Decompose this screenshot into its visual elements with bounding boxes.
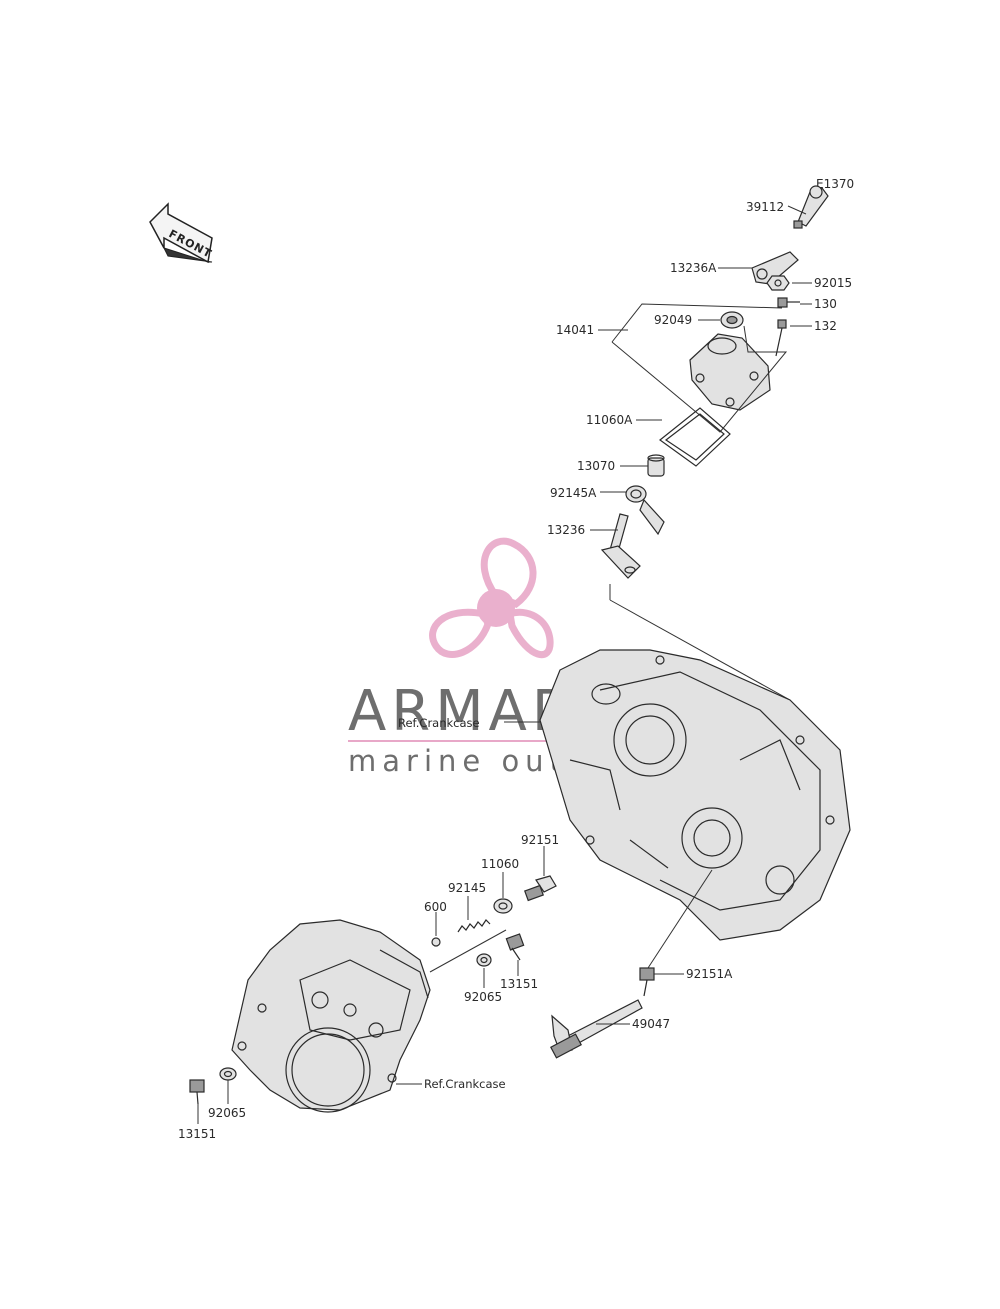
label-13236: 13236 — [547, 523, 585, 537]
leader-lines — [197, 205, 812, 1124]
part-132-shape — [775, 319, 787, 357]
label-ref-crankcase-upper: Ref.Crankcase — [398, 716, 480, 730]
label-92151: 92151 — [521, 833, 559, 847]
label-13151-upper: 13151 — [500, 977, 538, 991]
label-92145: 92145 — [448, 881, 486, 895]
part-92145-shape — [457, 919, 491, 933]
label-92145A: 92145A — [550, 486, 597, 500]
group-bracket-14041 — [611, 303, 788, 433]
part-13151-upper-shape — [505, 933, 525, 961]
label-13236A: 13236A — [670, 261, 717, 275]
part-14041-shape — [689, 333, 771, 411]
part-130-shape — [777, 297, 800, 308]
part-92065-lower-shape — [219, 1067, 237, 1081]
part-labels: 39112 13236A 92015 130 132 14041 92049 1… — [178, 200, 852, 1141]
label-ref-crankcase-lower: Ref.Crankcase — [424, 1077, 506, 1091]
diagram-code: E1370 — [816, 177, 854, 191]
label-130: 130 — [814, 297, 837, 311]
part-92151A-shape — [639, 967, 655, 997]
label-11060: 11060 — [481, 857, 519, 871]
part-92015-shape — [766, 275, 790, 291]
part-11060A-shape — [659, 407, 731, 467]
label-92065-upper: 92065 — [464, 990, 502, 1004]
part-600-shape — [431, 937, 441, 947]
crankcase-upper-housing — [539, 649, 851, 941]
label-13151-lower: 13151 — [178, 1127, 216, 1141]
label-92151A: 92151A — [686, 967, 733, 981]
part-92151-shape — [524, 875, 557, 902]
part-49047-shape — [550, 999, 643, 1059]
label-92065-lower: 92065 — [208, 1106, 246, 1120]
part-13236-shape — [600, 513, 641, 579]
propeller-logo-icon — [429, 537, 554, 659]
part-92049-shape — [720, 311, 744, 329]
label-132: 132 — [814, 319, 837, 333]
label-92015: 92015 — [814, 276, 852, 290]
part-13070-shape — [647, 454, 665, 477]
part-11060-shape — [493, 898, 513, 914]
front-arrow-icon: FRONT — [149, 202, 214, 264]
label-13070: 13070 — [577, 459, 615, 473]
label-14041: 14041 — [556, 323, 594, 337]
part-39112-shape — [793, 185, 829, 229]
label-11060A: 11060A — [586, 413, 633, 427]
part-13236A-shape — [751, 251, 799, 285]
label-49047: 49047 — [632, 1017, 670, 1031]
label-600: 600 — [424, 900, 447, 914]
label-92049: 92049 — [654, 313, 692, 327]
part-92065-upper-shape — [476, 953, 492, 967]
part-92145A-shape — [625, 485, 665, 536]
label-39112: 39112 — [746, 200, 784, 214]
crankcase-lower-housing — [231, 919, 431, 1113]
part-13151-lower-shape — [189, 1079, 205, 1105]
